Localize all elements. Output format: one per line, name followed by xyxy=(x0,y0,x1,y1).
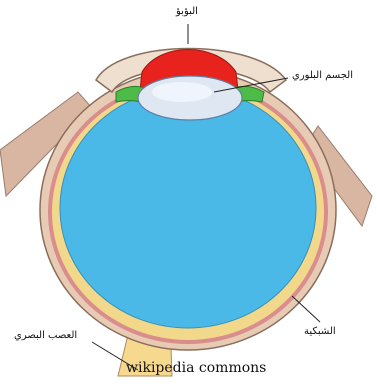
credit-text: wikipedia commons xyxy=(126,360,266,376)
label-lens: الجسم البلوري xyxy=(292,70,353,81)
vitreous-body xyxy=(60,88,316,328)
label-retina: الشبكية xyxy=(304,326,336,337)
label-optic-nerve: العصب البصري xyxy=(14,330,77,341)
retina-leader xyxy=(292,296,320,322)
lens-highlight xyxy=(152,82,212,102)
label-pupil: البؤبؤ xyxy=(176,6,198,17)
